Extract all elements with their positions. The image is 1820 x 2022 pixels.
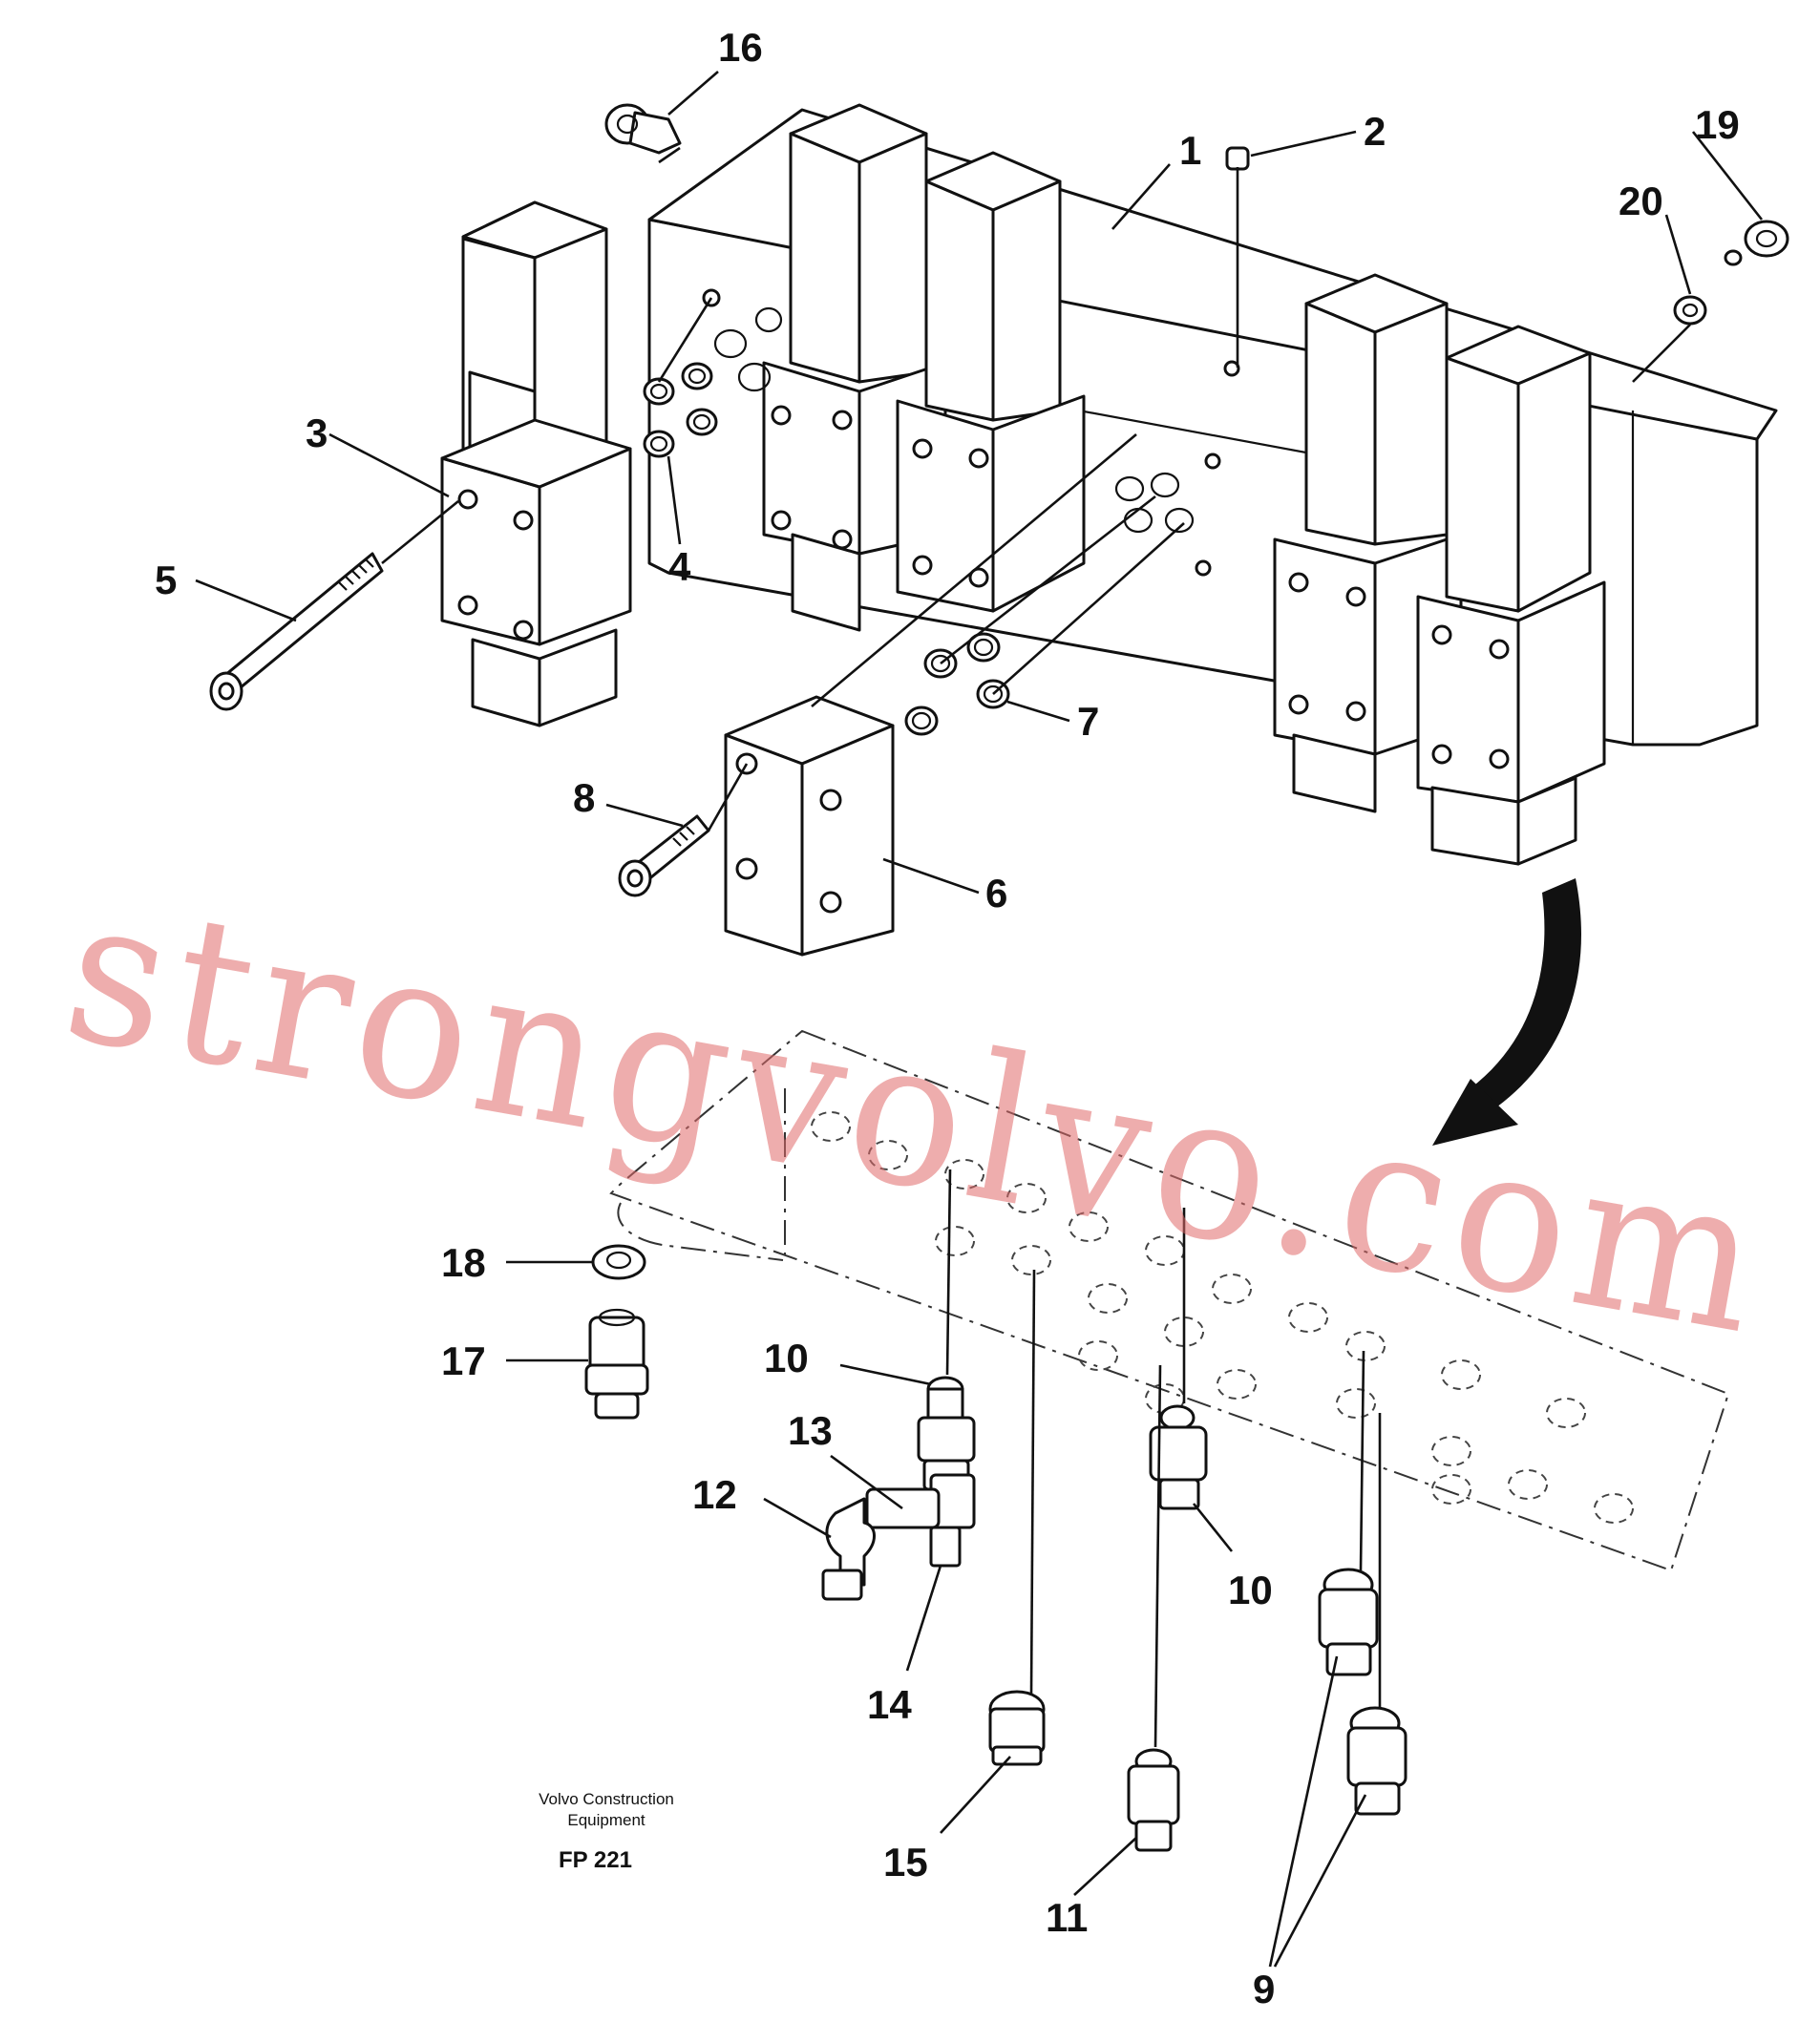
callout-2: 2 (1364, 109, 1386, 154)
callout-3: 3 (306, 411, 328, 455)
callout-labels: 1 2 3 4 5 6 7 8 9 10 10 11 12 13 14 15 1… (155, 25, 1740, 2011)
footer-company: Volvo Construction (539, 1790, 674, 1808)
callout-15: 15 (883, 1840, 928, 1885)
callout-11: 11 (1046, 1895, 1088, 1940)
cover-plate (724, 695, 895, 957)
plug-screw (1724, 220, 1789, 266)
footer-company-line2: Equipment (567, 1811, 645, 1829)
washer-small (1673, 295, 1707, 326)
block-underside (609, 1029, 1730, 1572)
solenoid-valve-right-b (1416, 325, 1606, 866)
callout-17: 17 (441, 1338, 486, 1383)
callout-19: 19 (1695, 102, 1740, 147)
callout-13: 13 (788, 1408, 833, 1453)
washer-18 (591, 1244, 646, 1280)
callout-14: 14 (867, 1682, 912, 1727)
pressure-switch-top (604, 103, 682, 155)
direction-arrow (1432, 878, 1581, 1146)
solenoid-valve-left (440, 200, 632, 727)
connector-10-right (1149, 1404, 1208, 1510)
leader-lines (195, 71, 1764, 1968)
callout-7: 7 (1077, 699, 1099, 744)
short-bolt (618, 814, 710, 897)
plug-15 (988, 1690, 1046, 1766)
connector-10-left (917, 1376, 976, 1491)
connector-11 (1127, 1748, 1180, 1852)
callout-10-left: 10 (764, 1336, 809, 1380)
callout-10-right: 10 (1228, 1568, 1273, 1612)
elbow-12 (821, 1497, 876, 1601)
pressure-switch-17 (584, 1308, 649, 1420)
figure-code: FP 221 (559, 1847, 632, 1873)
connectors-9 (1318, 1568, 1407, 1816)
callout-6: 6 (985, 871, 1007, 916)
callout-16: 16 (718, 25, 763, 70)
callout-1: 1 (1179, 128, 1201, 173)
footer-block: Volvo Construction Equipment FP 221 (539, 1790, 674, 1873)
callout-12: 12 (692, 1472, 737, 1517)
callout-20: 20 (1619, 179, 1663, 223)
solenoid-valve-center-b (896, 151, 1086, 613)
callout-9: 9 (1253, 1967, 1275, 2011)
long-bolt (209, 552, 384, 711)
tee-fitting-13 (865, 1473, 976, 1568)
watermark-text: strongvolvo.com (51, 852, 1784, 1380)
callout-8: 8 (573, 775, 595, 820)
callout-5: 5 (155, 558, 177, 602)
plug-fitting (1225, 146, 1250, 171)
o-rings-left (643, 306, 783, 458)
callout-4: 4 (668, 544, 691, 589)
callout-18: 18 (441, 1240, 486, 1285)
